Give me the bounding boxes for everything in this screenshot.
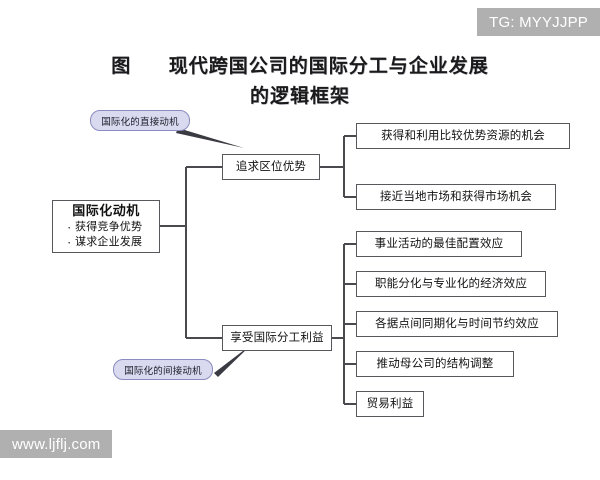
title-line-1: 图 现代跨国公司的国际分工与企业发展	[0, 52, 600, 82]
title-main-text: 现代跨国公司的国际分工与企业发展	[168, 56, 489, 77]
node-leaf-comparative-advantage-resources: 获得和利用比较优势资源的机会	[356, 123, 570, 149]
callout-tail-direct	[176, 128, 244, 148]
watermark-top-right: TG: MYYJJPP	[477, 8, 600, 36]
node-root-bullets: 获得竞争优势 谋求企业发展	[61, 219, 151, 251]
node-root-heading: 国际化动机	[72, 202, 140, 218]
node-leaf-synchronization-time-saving-effect: 各据点间同期化与时间节约效应	[356, 311, 558, 337]
callout-tail-indirect	[214, 344, 252, 377]
callout-direct-motive: 国际化的直接动机	[90, 110, 190, 131]
node-root-bullet-2: 谋求企业发展	[67, 234, 151, 251]
callout-indirect-motive: 国际化的间接动机	[113, 359, 213, 380]
node-leaf-local-market-access: 接近当地市场和获得市场机会	[356, 184, 556, 210]
watermark-bottom-left: www.ljflj.com	[0, 430, 113, 458]
node-root: 国际化动机 获得竞争优势 谋求企业发展	[52, 200, 160, 253]
node-leaf-trade-benefits: 贸易利益	[356, 391, 424, 417]
node-root-bullet-1: 获得竞争优势	[67, 219, 151, 236]
node-branch-pursue-location-advantage: 追求区位优势	[222, 154, 320, 180]
node-leaf-optimal-allocation-effect: 事业活动的最佳配置效应	[356, 231, 522, 257]
node-leaf-parent-company-restructuring: 推动母公司的结构调整	[356, 351, 514, 377]
node-branch-enjoy-division-benefits: 享受国际分工利益	[222, 325, 332, 351]
title-figure-label: 图	[111, 56, 132, 77]
node-leaf-specialization-economic-effect: 职能分化与专业化的经济效应	[356, 271, 546, 297]
title-line-2: 的逻辑框架	[249, 86, 350, 107]
diagram-title: 图 现代跨国公司的国际分工与企业发展 的逻辑框架	[0, 52, 600, 112]
